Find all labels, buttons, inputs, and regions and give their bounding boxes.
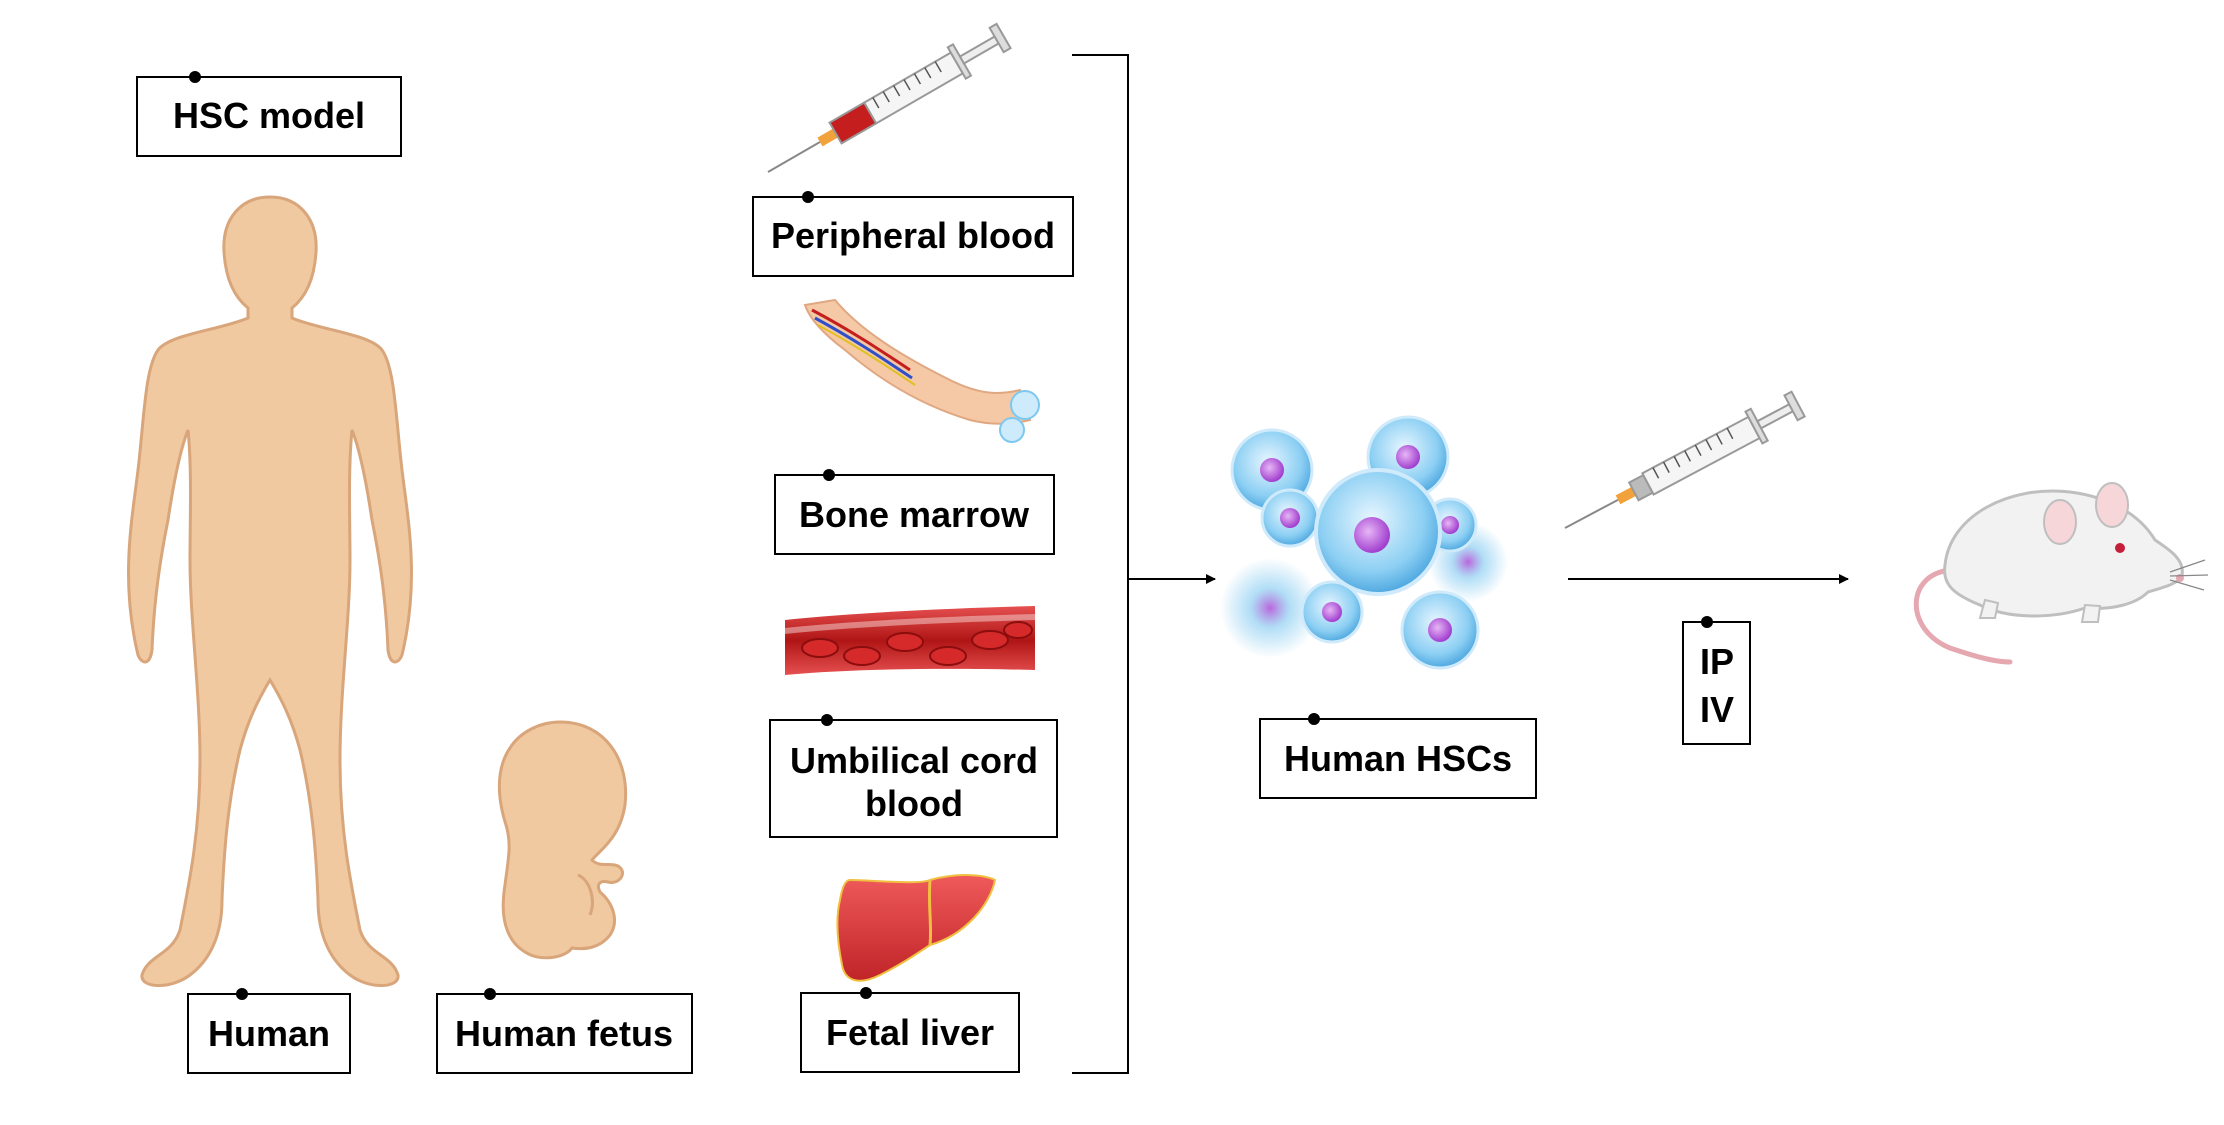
blood-vessel-icon xyxy=(785,606,1035,675)
stem-cells-icon xyxy=(1220,415,1508,670)
title-box: HSC model xyxy=(136,71,402,157)
umbilical-label-line1: Umbilical cord xyxy=(790,740,1038,781)
route-iv-label: IV xyxy=(1700,689,1734,730)
fetal-liver-label-box: Fetal liver xyxy=(800,987,1020,1073)
human-silhouette-icon xyxy=(127,195,413,987)
hscs-label: Human HSCs xyxy=(1284,738,1512,779)
fetus-label-box: Human fetus xyxy=(436,988,693,1074)
human-label: Human xyxy=(208,1013,330,1054)
human-label-box: Human xyxy=(187,988,351,1074)
liver-icon xyxy=(836,874,997,982)
route-label-box: IP IV xyxy=(1682,616,1751,745)
hscs-label-box: Human HSCs xyxy=(1259,713,1537,799)
route-ip-label: IP xyxy=(1700,641,1734,682)
syringe-blood-icon xyxy=(767,22,1012,173)
mouse-icon xyxy=(1913,482,2209,665)
fetus-label: Human fetus xyxy=(455,1013,673,1054)
peripheral-blood-label-box: Peripheral blood xyxy=(752,191,1074,277)
bone-marrow-label: Bone marrow xyxy=(799,494,1030,535)
umbilical-label-line2: blood xyxy=(865,783,963,824)
peripheral-blood-label: Peripheral blood xyxy=(771,215,1055,256)
fetus-icon xyxy=(497,720,628,960)
bone-marrow-icon xyxy=(803,298,1040,443)
source-bracket xyxy=(1072,54,1216,1074)
umbilical-label-box: Umbilical cord blood xyxy=(769,714,1058,838)
fetal-liver-label: Fetal liver xyxy=(826,1012,994,1053)
title-label: HSC model xyxy=(173,95,365,136)
bone-marrow-label-box: Bone marrow xyxy=(774,469,1055,555)
syringe-icon xyxy=(1564,390,1807,529)
